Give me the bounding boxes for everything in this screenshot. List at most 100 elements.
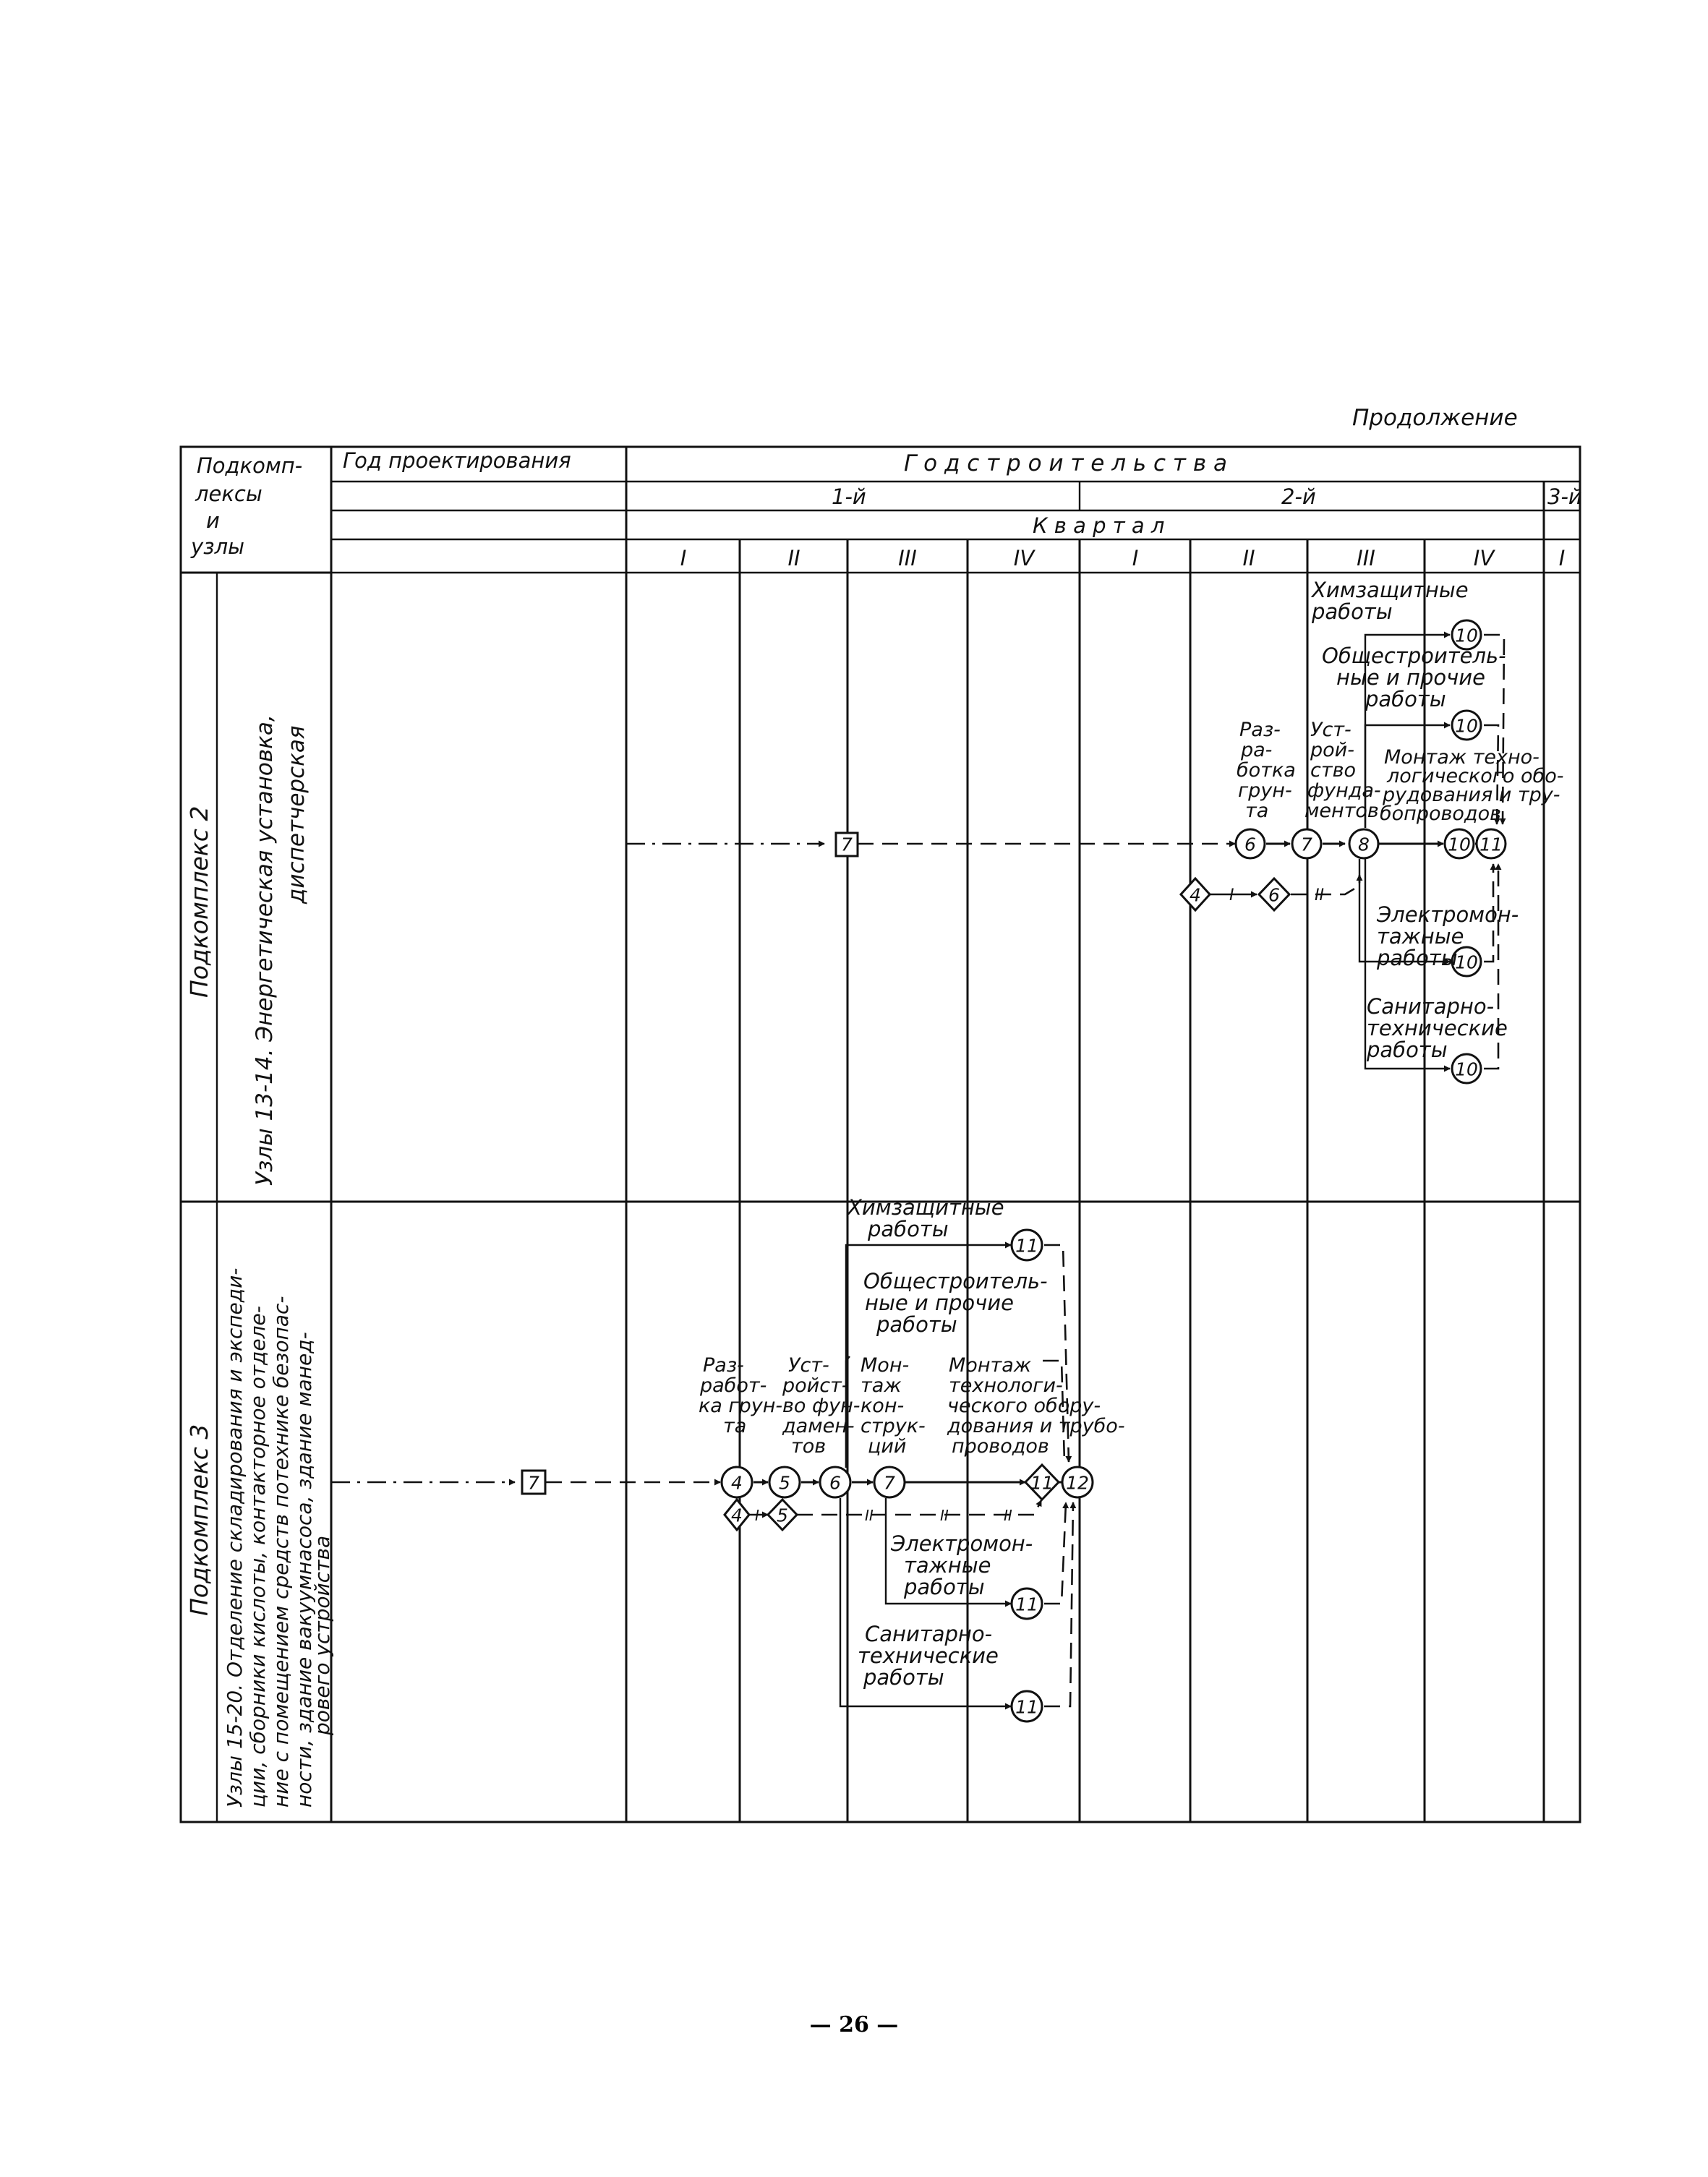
svg-text:Химзащитные: Химзащитные <box>846 1195 1004 1220</box>
svg-text:Электромон-: Электромон- <box>890 1531 1033 1556</box>
svg-text:ции, сборники кислоты, контакт: ции, сборники кислоты, контакторное отде… <box>246 1306 270 1808</box>
event-7-row1: 7 <box>1301 834 1312 855</box>
continuation-label: Продолжение <box>1352 405 1518 431</box>
svg-text:лексы: лексы <box>195 482 262 506</box>
svg-text:Узлы 13-14. Энергетическая уст: Узлы 13-14. Энергетическая установка, <box>252 714 278 1186</box>
svg-text:Химзащитные: Химзащитные <box>1310 578 1469 602</box>
svg-text:работы: работы <box>1366 1038 1448 1062</box>
svg-text:ние с помещением средств потех: ние с помещением средств потехнике безоп… <box>269 1296 293 1808</box>
svg-text:работы: работы <box>1365 687 1446 711</box>
svg-text:бопроводов: бопроводов <box>1380 803 1501 825</box>
event-10-row1: 10 <box>1448 834 1471 855</box>
svg-text:логического обо-: логического обо- <box>1386 765 1563 787</box>
svg-text:струк-: струк- <box>861 1415 926 1437</box>
quarter-label: IV <box>1474 546 1496 570</box>
quarter-label: III <box>1357 546 1375 570</box>
year-3-label: 3-й <box>1547 484 1582 509</box>
svg-text:ка грун-: ка грун- <box>699 1395 782 1417</box>
event-start-row1: 7 <box>841 834 853 855</box>
quarter-header: К в а р т а л <box>1033 513 1164 538</box>
event-6-row1: 6 <box>1244 834 1256 855</box>
event-10-row1-elec: 10 <box>1455 952 1478 973</box>
svg-text:Монтаж: Монтаж <box>949 1354 1032 1377</box>
diamond-4-row1: 4 <box>1190 885 1201 906</box>
quarter-label: III <box>898 546 917 570</box>
event-7-row2: 7 <box>884 1473 895 1494</box>
svg-text:узлы: узлы <box>190 534 244 559</box>
svg-text:Раз-: Раз- <box>703 1354 744 1377</box>
svg-text:ство: ство <box>1310 759 1356 782</box>
event-8-row1: 8 <box>1358 834 1370 855</box>
row1-nodes-label: Узлы 13-14. Энергетическая установка, ди… <box>252 714 309 1186</box>
svg-text:Узлы 15-20. Отделение складиро: Узлы 15-20. Отделение складирования и эк… <box>223 1268 247 1808</box>
event-12-row2: 12 <box>1066 1473 1089 1494</box>
svg-text:ра-: ра- <box>1240 739 1272 761</box>
svg-text:ментов: ментов <box>1305 800 1379 822</box>
quarter-label: I <box>680 546 687 570</box>
svg-text:работы: работы <box>863 1665 944 1690</box>
svg-text:работы: работы <box>876 1312 957 1337</box>
event-4-row2: 4 <box>731 1473 743 1494</box>
svg-text:Уст-: Уст- <box>1310 719 1352 741</box>
svg-text:Подкомп-: Подкомп- <box>197 453 302 478</box>
svg-text:работы: работы <box>903 1575 985 1599</box>
svg-text:рудования и тру-: рудования и тру- <box>1382 784 1560 806</box>
svg-text:дамен-: дамен- <box>782 1415 855 1437</box>
svg-text:тажные: тажные <box>904 1553 991 1578</box>
svg-text:грун-: грун- <box>1238 779 1292 802</box>
svg-text:Санитарно-: Санитарно- <box>865 1622 992 1646</box>
event-5-row2: 5 <box>779 1473 790 1494</box>
table-grid <box>179 445 1581 1823</box>
event-10-row1-chem: 10 <box>1455 625 1478 646</box>
diamond-4-row2: 4 <box>731 1505 743 1526</box>
svg-text:та: та <box>1245 800 1268 822</box>
svg-text:тов: тов <box>791 1435 826 1458</box>
header-construction-year: Г о д с т р о и т е л ь с т в а <box>904 450 1227 476</box>
svg-text:дования и трубо-: дования и трубо- <box>947 1415 1125 1437</box>
row2-nodes-label: Узлы 15-20. Отделение складирования и эк… <box>223 1268 334 1808</box>
svg-text:ций: ций <box>868 1435 906 1458</box>
svg-text:технологи-: технологи- <box>949 1374 1063 1397</box>
dep-mark: I <box>1229 886 1234 904</box>
svg-text:работ-: работ- <box>699 1374 767 1397</box>
row1-subcomplex-label: Подкомплекс 2 <box>185 806 213 998</box>
svg-text:Общестроитель-: Общестроитель- <box>1322 643 1506 668</box>
svg-text:Уст-: Уст- <box>788 1354 829 1377</box>
event-11-row2-chem: 11 <box>1015 1236 1038 1257</box>
quarter-label: IV <box>1014 546 1036 570</box>
quarter-label: II <box>1242 546 1255 570</box>
svg-text:работы: работы <box>867 1217 949 1241</box>
dep-mark: II <box>865 1507 874 1524</box>
svg-text:технические: технические <box>858 1643 999 1668</box>
svg-text:Санитарно-: Санитарно- <box>1367 994 1494 1019</box>
page-number: — 26 — <box>810 2012 899 2037</box>
svg-text:во фун-: во фун- <box>782 1395 860 1417</box>
svg-text:работы: работы <box>1376 946 1458 970</box>
dep-mark: II <box>940 1507 949 1524</box>
svg-text:Мон-: Мон- <box>861 1354 909 1377</box>
dep-mark: II <box>1004 1507 1012 1524</box>
event-10-row1-sanit: 10 <box>1455 1059 1478 1080</box>
svg-text:Раз-: Раз- <box>1239 719 1281 741</box>
event-10-row1-general: 10 <box>1455 716 1478 737</box>
svg-text:ности, здание вакуумнасоса, зд: ности, здание вакуумнасоса, здание манед… <box>292 1332 316 1808</box>
svg-text:ческого обору-: ческого обору- <box>947 1395 1101 1417</box>
svg-text:та: та <box>723 1415 746 1437</box>
svg-text:диспетчерская: диспетчерская <box>283 725 309 904</box>
svg-text:Общестроитель-: Общестроитель- <box>863 1269 1048 1293</box>
header-subcomplexes: Подкомп- лексы и узлы <box>190 453 302 559</box>
event-6-row2: 6 <box>829 1473 841 1494</box>
svg-text:и: и <box>206 508 220 533</box>
svg-text:технические: технические <box>1367 1016 1508 1040</box>
svg-text:ные и прочие: ные и прочие <box>1336 665 1485 690</box>
quarter-label: I <box>1132 546 1139 570</box>
header-design-year: Год проектирования <box>343 448 571 473</box>
diamond-6-row1: 6 <box>1268 885 1280 906</box>
svg-text:таж: таж <box>861 1374 902 1397</box>
dep-mark: II <box>1315 886 1324 904</box>
svg-text:кон-: кон- <box>861 1395 904 1417</box>
row2-subcomplex-label: Подкомплекс 3 <box>185 1424 213 1616</box>
svg-text:рой-: рой- <box>1310 739 1354 761</box>
svg-text:ровего устройства: ровего устройства <box>310 1536 334 1736</box>
